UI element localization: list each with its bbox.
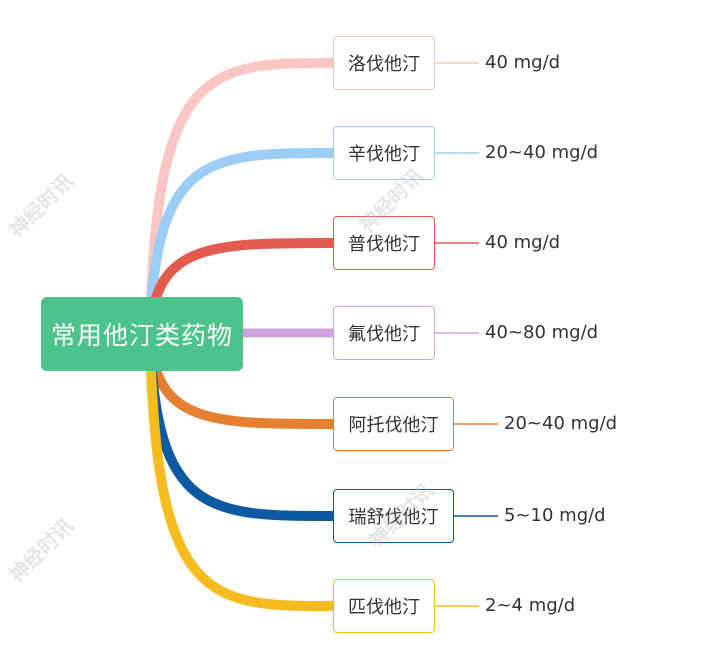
dose-label: 2~4 mg/d [485, 595, 576, 616]
drug-node: 氟伐他汀 [333, 306, 435, 360]
drug-node: 普伐他汀 [333, 216, 435, 270]
drug-node: 匹伐他汀 [333, 579, 435, 633]
drug-node: 辛伐他汀 [333, 126, 435, 180]
branch-connector [145, 148, 338, 339]
dose-label: 40 mg/d [485, 52, 561, 73]
dose-label: 40~80 mg/d [485, 322, 599, 343]
drug-node: 瑞舒伐他汀 [333, 489, 454, 543]
dose-label: 40 mg/d [485, 232, 561, 253]
root-node: 常用他汀类药物 [41, 297, 243, 371]
drug-node: 阿托伐他汀 [333, 397, 454, 451]
branch-connector [145, 58, 338, 339]
branch-connector [145, 329, 338, 611]
drug-node: 洛伐他汀 [333, 36, 435, 90]
dose-label: 5~10 mg/d [504, 505, 606, 526]
dose-label: 20~40 mg/d [485, 142, 599, 163]
dose-label: 20~40 mg/d [504, 413, 618, 434]
